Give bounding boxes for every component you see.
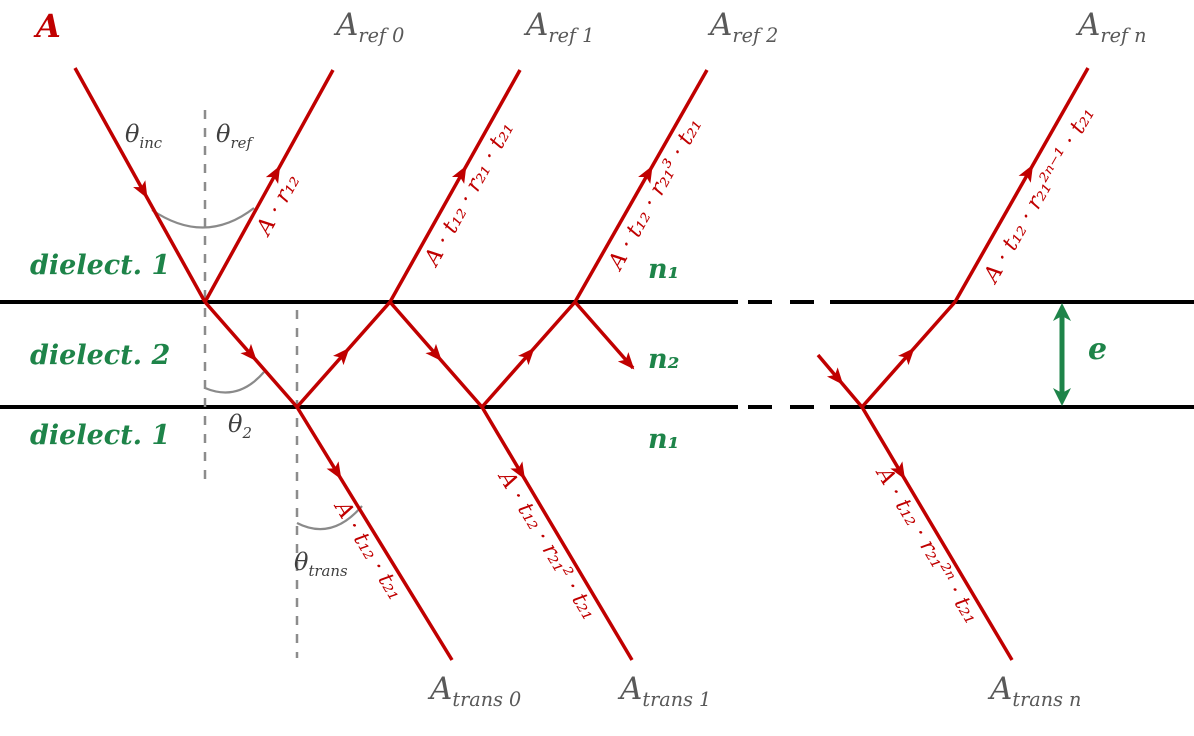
label-n2: n₂ [648,344,680,375]
label-a-trans-0: Atrans 0 [430,671,522,712]
arrowhead-incident [133,180,148,199]
label-a-ref-1: Aref 1 [526,7,595,48]
label-a-trans-n: Atrans n [990,671,1082,712]
label-dielectric-1-bottom: dielect. 1 [30,420,171,451]
arrowhead-film-up-n [898,347,915,366]
ray-transmitted-0 [295,406,454,661]
arrowhead-film-up-1 [333,347,350,366]
label-a-trans-1: Atrans 1 [620,671,712,712]
arrowhead-film-up-2 [518,347,535,366]
label-dielectric-1-top: dielect. 1 [30,250,171,281]
label-n1-top: n₁ [648,254,680,285]
ray-transmitted-n [860,406,1014,661]
rays [73,67,1090,661]
arrowhead-reflected-1 [451,165,467,184]
arrowhead-reflected-0 [265,165,281,184]
arrowhead-film-down-0 [240,343,257,362]
thickness-arrowhead-top [1053,303,1071,321]
label-a-ref-0: Aref 0 [336,7,405,48]
thickness-arrowhead-bottom [1053,388,1071,406]
ray-arrowheads [133,164,1034,480]
theta-2-arc [204,371,265,394]
label-theta-ref: θref [216,120,252,152]
ray-incident [73,67,207,303]
ray-reflected-2 [573,69,709,303]
arrowhead-reflected-n [1018,164,1034,183]
arrowhead-film-down-1 [425,343,442,362]
arrowhead-reflected-2 [638,165,653,184]
ray-reflected-1 [388,69,522,303]
label-theta-2: θ2 [228,410,252,442]
label-n1-bottom: n₁ [648,424,680,455]
label-a-ref-2: Aref 2 [710,7,779,48]
theta-inc-ref-arc [151,207,255,229]
label-dielectric-2: dielect. 2 [30,340,171,371]
arrowhead-transmitted-1 [510,461,526,480]
label-a-ref-n: Aref n [1078,7,1147,48]
arrowhead-film-down-2 [617,352,635,370]
ray-reflected-n [953,67,1090,303]
ray-film-down-2-truncated [573,300,635,370]
ray-transmitted-1 [480,406,634,661]
ray-reflected-0 [203,69,335,303]
arrowhead-transmitted-0 [326,461,342,480]
arrowhead-film-down-n [826,367,844,385]
label-incident-amplitude: A [36,10,61,42]
label-incident-amplitude-text: A [36,7,61,45]
label-theta-inc: θinc [125,120,163,152]
label-thickness-e: e [1088,332,1108,367]
arrowhead-transmitted-n [890,461,906,480]
theta-trans-arc [296,505,363,531]
label-theta-trans: θtrans [294,548,348,580]
thickness-arrow [1053,303,1071,406]
